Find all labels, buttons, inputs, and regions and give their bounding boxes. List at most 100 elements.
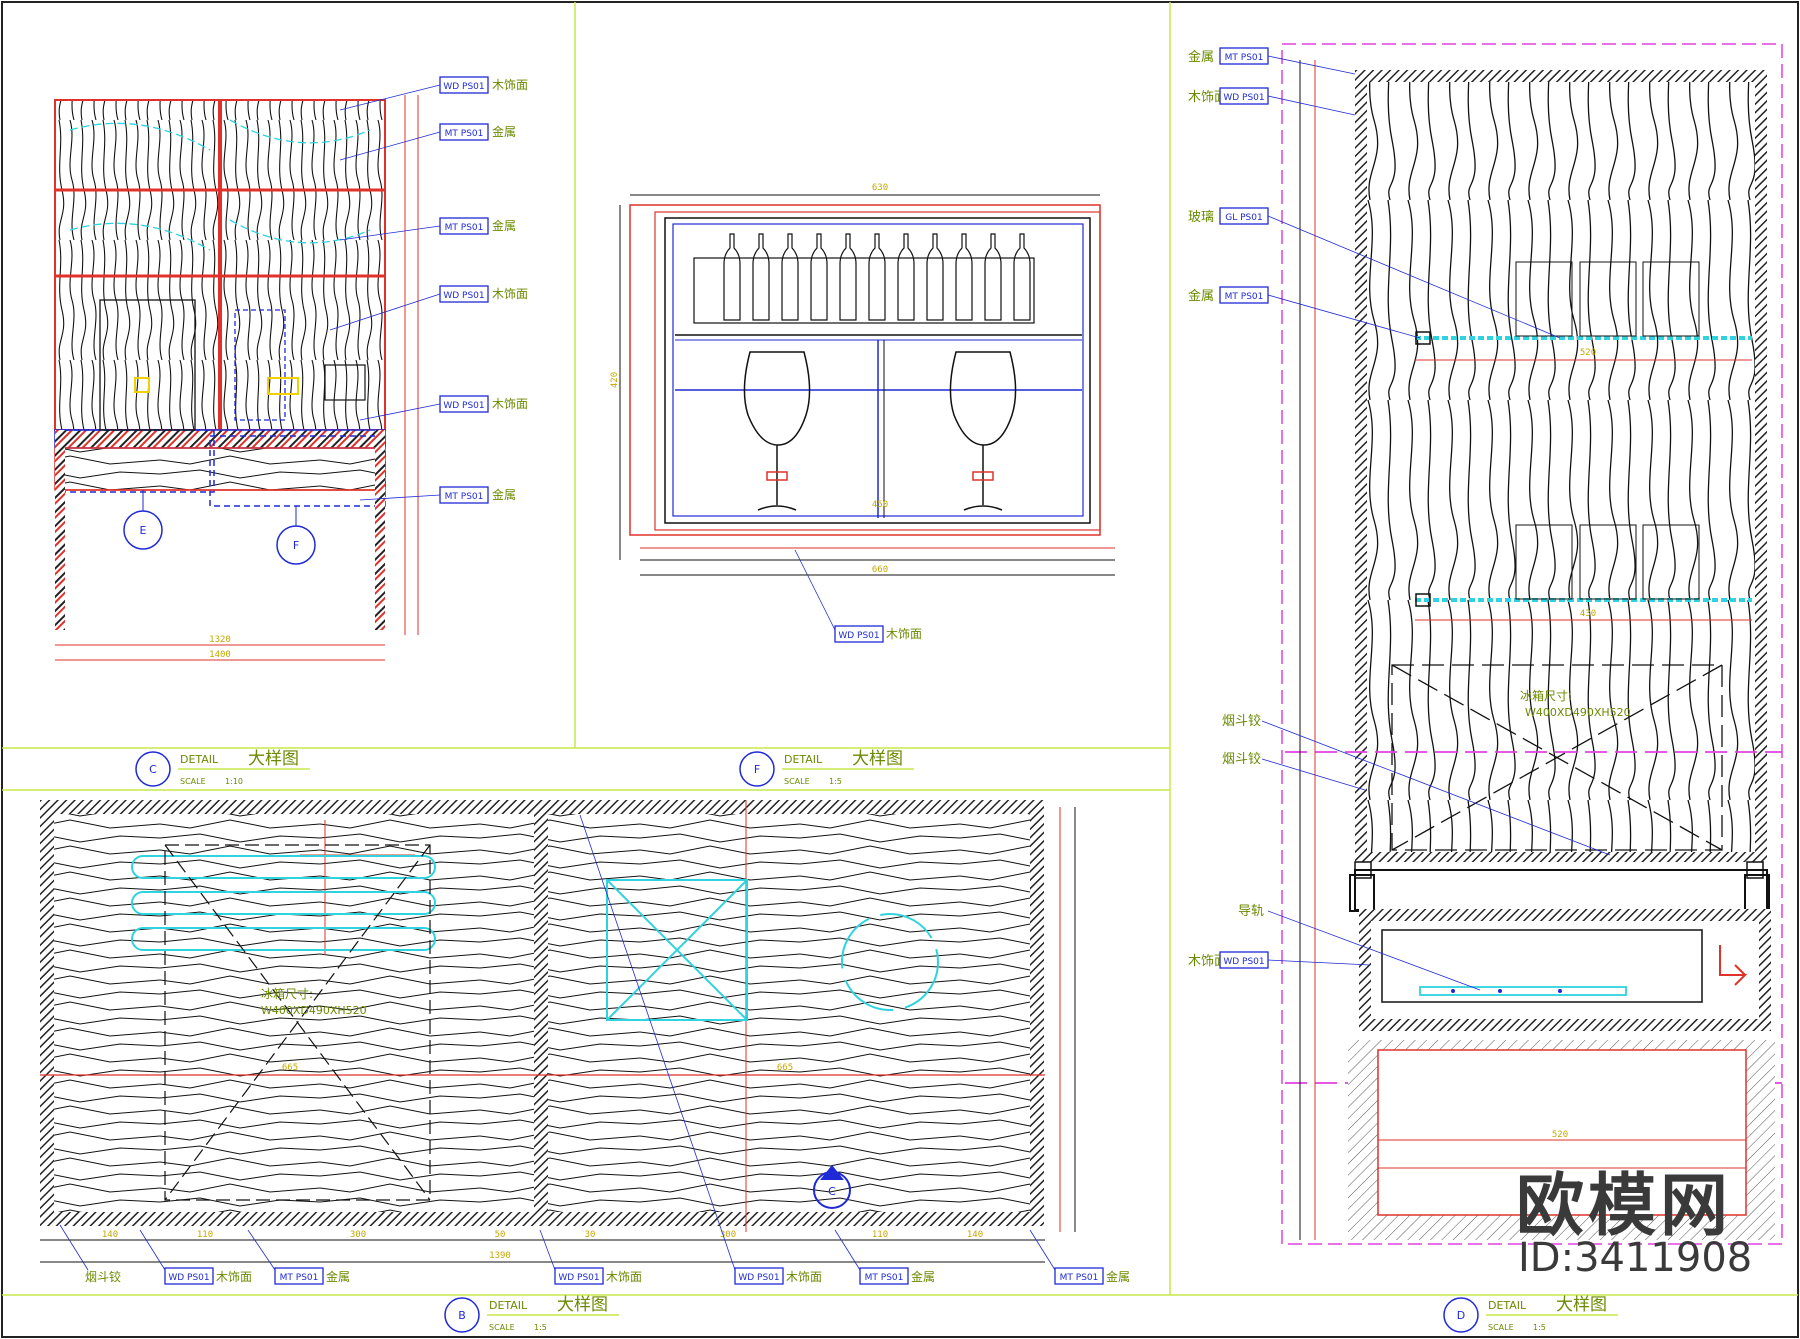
material-tag[interactable]: WD PS01 木饰面 (329, 285, 528, 331)
cabinet-door-panel (234, 309, 286, 421)
detail-marker (135, 751, 171, 787)
dimension-text: 50 (495, 1230, 506, 1240)
hinge-block (1746, 861, 1764, 879)
material-label: 金属 (911, 1269, 935, 1284)
material-tag[interactable]: MT PS01 金属 (834, 1229, 935, 1285)
material-label: 金属 (492, 218, 516, 233)
hinge-block (1354, 861, 1372, 879)
material-code: WD PS01 (168, 1273, 209, 1283)
material-tag[interactable]: 金属 MT PS01 (1188, 286, 1421, 339)
section-marker-label: C (828, 1185, 836, 1198)
dimension-text: 450 (872, 500, 888, 510)
material-label: 木饰面 (1188, 954, 1227, 969)
dimension-text: 140 (967, 1230, 983, 1240)
cabinet-top (1355, 70, 1767, 82)
material-code: WD PS01 (443, 82, 484, 92)
dimension-text: 300 (350, 1230, 366, 1240)
material-tag[interactable]: MT PS01 金属 (247, 1229, 350, 1285)
niche-outer (629, 204, 1101, 536)
material-tag[interactable]: WD PS01 木饰面 (359, 395, 528, 421)
material-tag[interactable]: WD PS01 木饰面 (339, 76, 528, 111)
material-tag[interactable]: 金属 MT PS01 (1188, 47, 1356, 75)
detail-marker (1443, 1297, 1479, 1333)
material-label: 金属 (1106, 1269, 1130, 1284)
material-code: WD PS01 (1223, 93, 1264, 103)
panel-c-elevation: 1320 1400 E F WD PS01 木饰面 MT PS01 金属 MT … (54, 76, 528, 787)
material-tag[interactable]: WD PS01 木饰面 (579, 814, 822, 1285)
material-tag[interactable]: 烟斗铰 (59, 1224, 121, 1284)
brand-logo: 欧模网 (1516, 1167, 1733, 1246)
plinth-cavity (1377, 1049, 1747, 1216)
scale-label: SCALE (489, 1323, 515, 1332)
material-tag[interactable]: MT PS01 金属 (1029, 1229, 1130, 1285)
material-label: 金属 (1188, 288, 1214, 304)
plan-center-divider (534, 807, 548, 1219)
material-label: 木饰面 (1188, 90, 1227, 105)
scale-label: SCALE (1488, 1323, 1514, 1332)
outline-dashed (1281, 43, 1783, 1245)
scale-value: 1:5 (829, 777, 842, 786)
dimension-text: 520 (1552, 1130, 1568, 1140)
material-tag[interactable]: MT PS01 金属 (339, 123, 516, 161)
material-label: 木饰面 (606, 1270, 642, 1284)
cabinet-side (1755, 70, 1767, 856)
material-tag[interactable]: MT PS01 金属 (359, 486, 516, 504)
material-tag[interactable]: 烟斗铰 (1222, 714, 1611, 856)
corner-block (1744, 874, 1770, 912)
detail-subtitle: DETAIL (784, 753, 823, 766)
dimension-text: 420 (610, 372, 620, 388)
dimension-text: 1400 (209, 650, 231, 660)
dimension-text: 1390 (489, 1251, 511, 1261)
material-tag[interactable]: WD PS01 木饰面 (139, 1229, 252, 1285)
material-code: WD PS01 (558, 1273, 599, 1283)
detail-title: 大样图 (248, 749, 299, 769)
glass-shelf (1415, 593, 1752, 621)
material-code: MT PS01 (1225, 53, 1264, 63)
material-tag[interactable]: 木饰面 WD PS01 (1188, 87, 1356, 116)
material-tag[interactable]: WD PS01 木饰面 (539, 1229, 642, 1285)
material-tag[interactable]: 烟斗铰 (1222, 752, 1366, 791)
handle-icon (1719, 945, 1748, 986)
fridge-outline-dashed (1391, 664, 1723, 851)
detail-subtitle: DETAIL (180, 753, 219, 766)
detail-marker-label: B (458, 1309, 466, 1322)
material-label: 木饰面 (886, 627, 922, 641)
section-marker-label: F (293, 539, 299, 552)
cabinet-bottom (1355, 852, 1767, 862)
detail-title: 大样图 (852, 749, 903, 769)
detail-subtitle: DETAIL (1488, 1299, 1527, 1312)
material-tag[interactable]: 导轨 (1238, 904, 1481, 991)
dimension-text: 660 (872, 565, 888, 575)
material-tag[interactable]: 木饰面 WD PS01 (1188, 951, 1371, 969)
sink-icon (606, 879, 939, 1021)
fridge-note: 冰箱尺寸: (1520, 688, 1572, 703)
material-tag[interactable]: 玻璃 GL PS01 (1188, 207, 1561, 339)
panel-f-elevation: 630 660 450 420 WD PS01 木饰面 F DETAIL 大样图… (610, 183, 1115, 787)
scale-label: SCALE (180, 777, 206, 786)
drawer-rail-zone (1354, 869, 1768, 911)
plan-base-band (40, 1212, 1040, 1226)
material-code: MT PS01 (280, 1273, 319, 1283)
drawer-box (1359, 909, 1771, 1031)
material-label: 导轨 (1238, 904, 1264, 919)
section-marker-c[interactable]: C (813, 1165, 851, 1209)
dimension-text: 110 (197, 1230, 213, 1240)
cabinet-cyan-guide (69, 119, 371, 251)
wine-glass-icon (949, 351, 1017, 511)
material-label: 金属 (1188, 49, 1214, 65)
material-code: WD PS01 (738, 1273, 779, 1283)
dimension-text: 300 (720, 1230, 736, 1240)
scale-value: 1:10 (225, 777, 243, 786)
brand-id: ID:3411908 (1518, 1235, 1753, 1281)
title-block-b: B DETAIL 大样图 SCALE 1:5 (444, 1295, 619, 1333)
corner-block (1349, 874, 1375, 912)
panel-b-plan: 冰箱尺寸: W400XD490XH520 C 665 665 1390 140 … (40, 800, 1130, 1333)
material-code: WD PS01 (443, 291, 484, 301)
fridge-note: W400XD490XH520 (261, 1004, 367, 1017)
detail-title: 大样图 (557, 1295, 608, 1315)
cabinet-leg-right (375, 430, 385, 630)
material-tag[interactable]: MT PS01 金属 (339, 217, 516, 241)
material-tag[interactable]: WD PS01 木饰面 (794, 549, 922, 643)
material-label: 金属 (492, 124, 516, 139)
panel-d-section: 冰箱尺寸: W400XD490XH520 520 430 520 金属 (1188, 43, 1783, 1333)
